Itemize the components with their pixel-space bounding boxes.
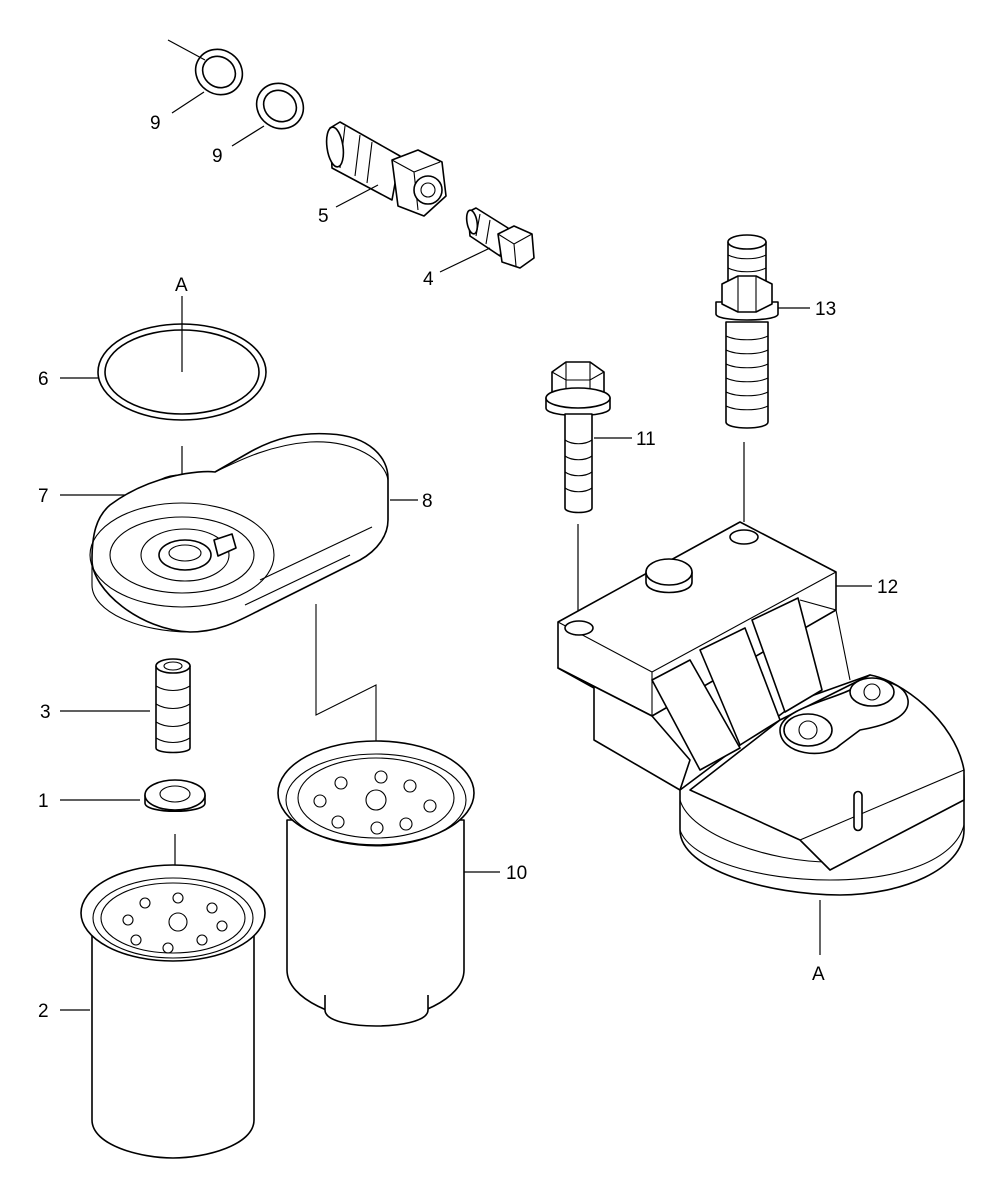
callout-2: 2 bbox=[38, 1001, 49, 1022]
callout-4: 4 bbox=[423, 269, 434, 290]
callout-6: 6 bbox=[38, 369, 49, 390]
callout-1: 1 bbox=[38, 791, 49, 812]
part-9-washer-upper bbox=[167, 39, 244, 114]
part-12-bracket bbox=[557, 521, 965, 955]
callout-8: 8 bbox=[422, 491, 433, 512]
callout-a-bottom: A bbox=[812, 964, 825, 985]
part-10-filter-cartridge bbox=[277, 604, 500, 1027]
callout-a-top: A bbox=[175, 275, 188, 296]
callout-12: 12 bbox=[877, 577, 898, 598]
part-3-sleeve bbox=[60, 658, 191, 754]
part-9-washer-lower bbox=[231, 82, 305, 147]
callout-5: 5 bbox=[318, 206, 329, 227]
part-13-stud bbox=[715, 234, 810, 522]
part-1-grommet bbox=[60, 779, 206, 918]
callout-9b: 9 bbox=[212, 146, 223, 167]
part-6-o-ring bbox=[60, 296, 267, 421]
callout-10: 10 bbox=[506, 863, 527, 884]
part-8-filter-head bbox=[89, 432, 418, 633]
callout-11: 11 bbox=[636, 429, 656, 450]
callout-9a: 9 bbox=[150, 113, 161, 134]
part-2-filter-cartridge bbox=[60, 864, 266, 1159]
callout-13: 13 bbox=[815, 299, 836, 320]
callout-3: 3 bbox=[40, 702, 51, 723]
callout-7: 7 bbox=[38, 486, 49, 507]
part-4-bolt bbox=[439, 207, 535, 273]
part-11-flange-bolt bbox=[545, 361, 632, 620]
part-5-banjo-bolt bbox=[325, 121, 447, 217]
